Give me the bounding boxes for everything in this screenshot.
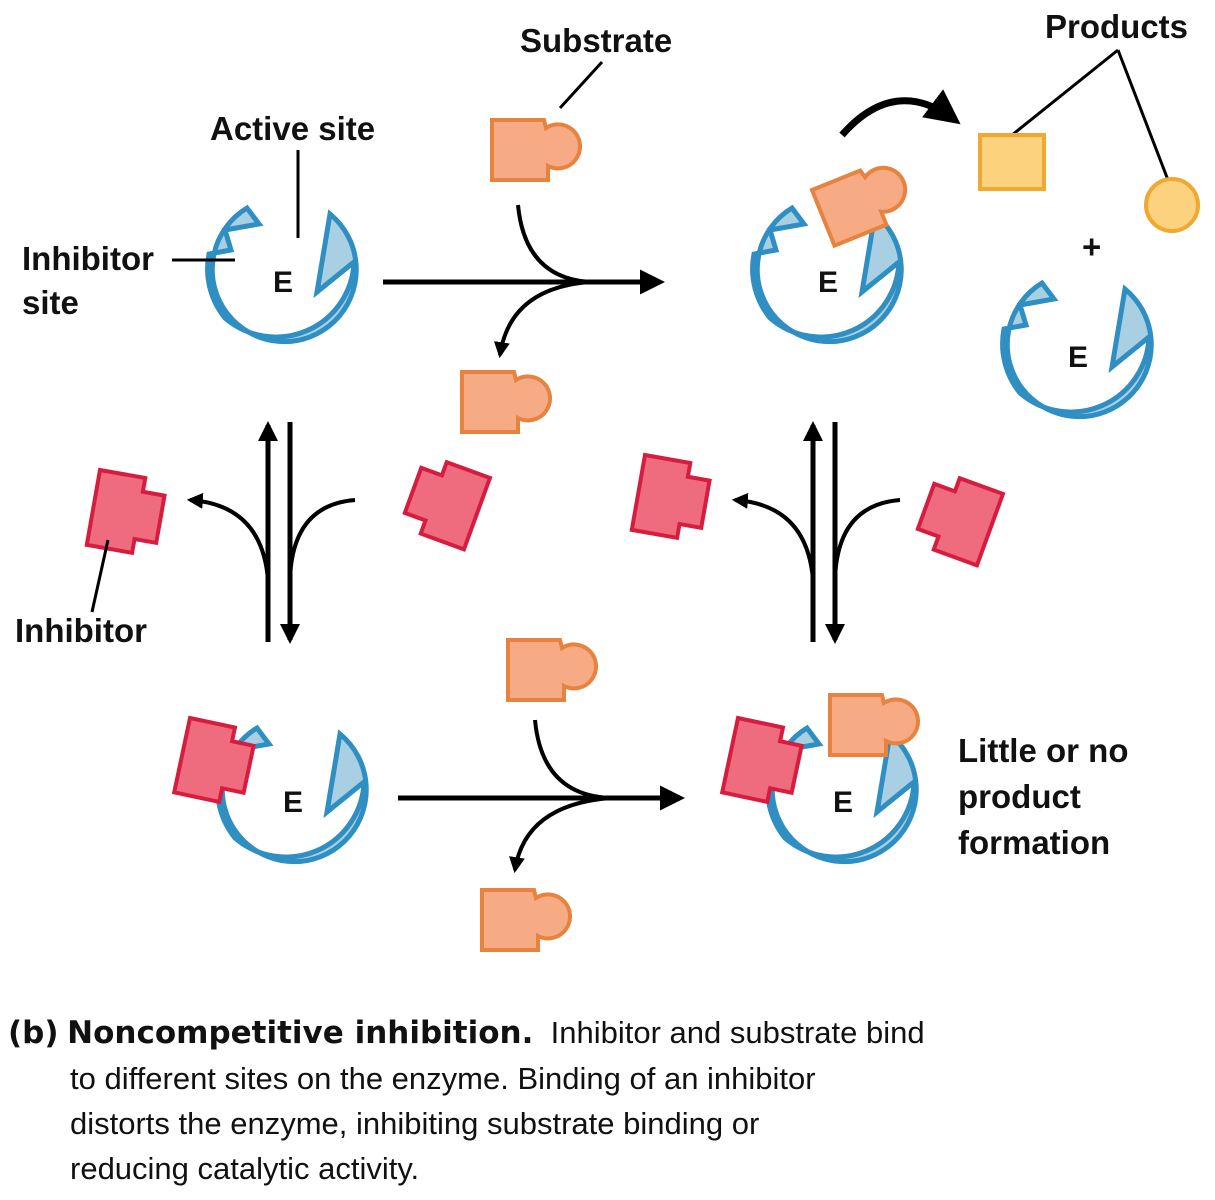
enzyme-substrate-complex: E: [753, 208, 902, 342]
bound-substrate-top: [810, 155, 919, 248]
substrate-release-curve-top: [493, 280, 591, 359]
enzyme-label: E: [273, 266, 293, 299]
caption-line-4: reducing catalytic activity.: [70, 1151, 420, 1186]
product-release-arrow: [839, 89, 961, 138]
active-site-label: Active site: [210, 110, 375, 147]
substrate-label: Substrate: [520, 22, 672, 59]
inhibitor-incoming-left: [398, 452, 492, 552]
enzyme-label: E: [283, 786, 303, 819]
result-label-line2: product: [958, 778, 1081, 815]
enzyme-inhibitor-complex: E: [218, 728, 367, 862]
caption-tag: (b): [8, 1015, 59, 1051]
inhibitor-label: Inhibitor: [15, 612, 147, 649]
result-label-line3: formation: [958, 824, 1110, 861]
bound-inhibitor-right: [720, 716, 807, 809]
products-label: Products: [1045, 8, 1188, 45]
inhibitor-release-curve-right: [731, 492, 815, 581]
inhibitor-entry-curve-right: [833, 498, 901, 581]
caption-line-1: (b) Noncompetitive inhibition. Inhibitor…: [8, 1010, 1208, 1056]
substrate-top: [490, 118, 583, 182]
substrate-entry-curve-top: [516, 204, 591, 284]
products-leader-square: [1011, 48, 1119, 137]
inhibitor-free-left: [84, 468, 169, 559]
released-substrate-top: [460, 370, 553, 434]
substrate-release-curve-bottom: [509, 796, 611, 874]
free-enzyme: E: [208, 208, 357, 342]
inhibitor-site-label-line1: Inhibitor: [22, 240, 154, 277]
caption-line1-rest: Inhibitor and substrate bind: [550, 1015, 925, 1050]
inhibitor-site-label-line2: site: [22, 284, 79, 321]
caption-line-3: distorts the enzyme, inhibiting substrat…: [70, 1106, 760, 1141]
product-circle: [1144, 177, 1200, 233]
enzyme-label: E: [1068, 341, 1088, 374]
released-enzyme: E: [1003, 283, 1152, 417]
substrate-entry-curve-bottom: [533, 719, 611, 800]
bound-substrate-bottom: [828, 693, 921, 757]
substrate-leader: [558, 60, 604, 110]
inhibitor-free-right: [629, 453, 714, 544]
enzyme-label: E: [818, 266, 838, 299]
plus-sign: +: [1082, 228, 1101, 265]
inhibitor-release-curve-left: [186, 492, 270, 581]
inhibitor-entry-curve-left: [288, 498, 356, 581]
inhibitor-incoming-right: [911, 468, 1005, 568]
product-square: [978, 133, 1046, 191]
bound-inhibitor-left: [172, 716, 259, 809]
result-label-line1: Little or no: [958, 732, 1128, 769]
enzyme-inhibitor-substrate-complex: E: [768, 728, 917, 862]
released-substrate-bottom: [480, 888, 573, 952]
figure-caption: (b) Noncompetitive inhibition. Inhibitor…: [8, 1010, 1208, 1191]
substrate-bottom: [506, 638, 599, 702]
products-leader-circle: [1116, 49, 1170, 181]
inhibitor-leader: [90, 539, 110, 613]
caption-line-2: to different sites on the enzyme. Bindin…: [70, 1061, 816, 1096]
caption-title: Noncompetitive inhibition.: [67, 1015, 534, 1051]
enzyme-label: E: [833, 786, 853, 819]
